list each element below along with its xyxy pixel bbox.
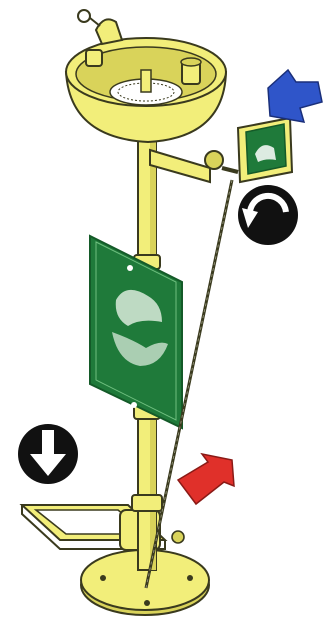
eye-wash-bowl [66,38,226,142]
down-arrow-icon [18,424,78,484]
push-flag-paddle [222,118,292,182]
dust-cover-lever [78,10,122,44]
red-arrow-icon [178,454,234,504]
eye-wash-sign [90,236,182,428]
blue-arrow-icon [268,70,322,122]
circular-push-icon [238,185,298,245]
valve-arm [150,150,223,182]
